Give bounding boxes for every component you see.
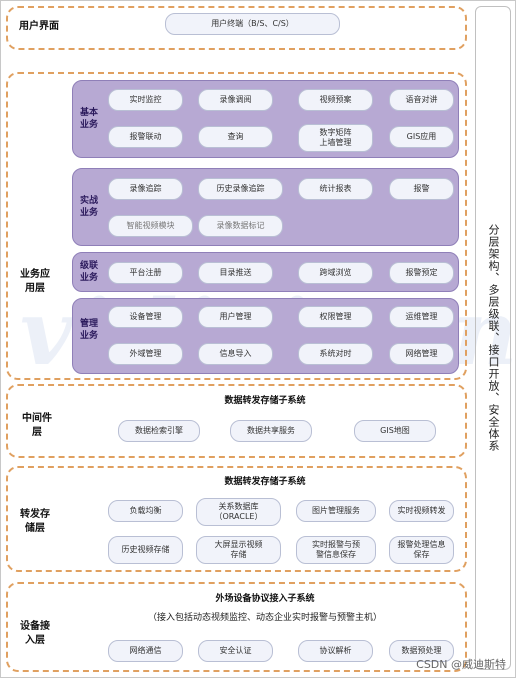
combat-item: 历史录像追踪: [198, 178, 283, 200]
device-item: 数据预处理: [389, 640, 454, 662]
management-item: 网络管理: [389, 343, 454, 365]
side-banner: 分层架构、多层级联、接口开放、安全体系: [475, 6, 511, 670]
storage-item: 负载均衡: [108, 500, 183, 522]
basic-item: 报警联动: [108, 126, 183, 148]
band-label-combat: 实战 业务: [79, 196, 98, 218]
layer-user-interface: [6, 6, 467, 50]
management-item: 用户管理: [198, 306, 273, 328]
device-title: 外场设备协议接入子系统: [215, 594, 315, 604]
layer-business: [6, 72, 467, 380]
band-label-management: 管理 业务: [79, 319, 98, 341]
basic-item: 数字矩阵 上墙管理: [298, 124, 373, 152]
basic-item: 视频预案: [298, 89, 373, 111]
layer-middleware: [6, 384, 467, 458]
basic-item: 查询: [198, 126, 273, 148]
band-label-cascade: 级联 业务: [79, 261, 98, 283]
band-label-basic: 基本 业务: [79, 108, 98, 130]
management-item: 系统对时: [298, 343, 373, 365]
cascade-item: 目录推送: [198, 262, 273, 284]
storage-item: 报警处理信息 保存: [389, 536, 454, 564]
storage-item: 关系数据库 （ORACLE）: [196, 498, 281, 526]
storage-item: 实时视频转发: [389, 500, 454, 522]
layer-label-device: 设备接 入层: [20, 621, 50, 646]
basic-item: 录像调阅: [198, 89, 273, 111]
layer-device: [6, 582, 467, 672]
combat-item: 报警: [389, 178, 454, 200]
basic-item: GIS应用: [389, 126, 454, 148]
storage-item: 大屏显示视频 存储: [196, 536, 281, 564]
device-note: （接入包括动态视频监控、动态企业实时报警与预警主机）: [147, 613, 382, 623]
layer-label-business: 业务应 用层: [20, 269, 50, 294]
combat-item: 统计报表: [298, 178, 373, 200]
user-terminal: 用户终端（B/S、C/S）: [165, 13, 340, 35]
middleware-title: 数据转发存储子系统: [224, 396, 306, 406]
cascade-item: 报警预定: [389, 262, 454, 284]
management-item: 外域管理: [108, 343, 183, 365]
basic-item: 语音对讲: [389, 89, 454, 111]
management-item: 运维管理: [389, 306, 454, 328]
management-item: 设备管理: [108, 306, 183, 328]
middleware-item: 数据共享服务: [230, 420, 312, 442]
cascade-item: 平台注册: [108, 262, 183, 284]
storage-item: 图片管理服务: [296, 500, 376, 522]
storage-item: 历史视频存储: [108, 536, 183, 564]
side-banner-text: 分层架构、多层级联、接口开放、安全体系: [487, 224, 500, 452]
layer-storage: [6, 466, 467, 572]
management-item: 权限管理: [298, 306, 373, 328]
middleware-item: 数据检索引擎: [118, 420, 200, 442]
layer-label-middleware: 中间件 层: [22, 413, 52, 438]
storage-item: 实时报警与预 警信息保存: [296, 536, 376, 564]
management-item: 信息导入: [198, 343, 273, 365]
csdn-watermark: CSDN @威迪斯特: [416, 658, 506, 671]
combat-item: 录像追踪: [108, 178, 183, 200]
combat-item: 智能视频模块: [108, 215, 193, 237]
basic-item: 实时监控: [108, 89, 183, 111]
layer-label-storage: 转发存 储层: [20, 509, 50, 534]
cascade-item: 跨域浏览: [298, 262, 373, 284]
middleware-item: GIS地图: [354, 420, 436, 442]
device-item: 网络通信: [108, 640, 183, 662]
combat-item: 录像数据标记: [198, 215, 283, 237]
device-item: 安全认证: [198, 640, 273, 662]
layer-label-user-interface: 用户界面: [19, 21, 59, 32]
device-item: 协议解析: [298, 640, 373, 662]
storage-title: 数据转发存储子系统: [224, 477, 306, 487]
